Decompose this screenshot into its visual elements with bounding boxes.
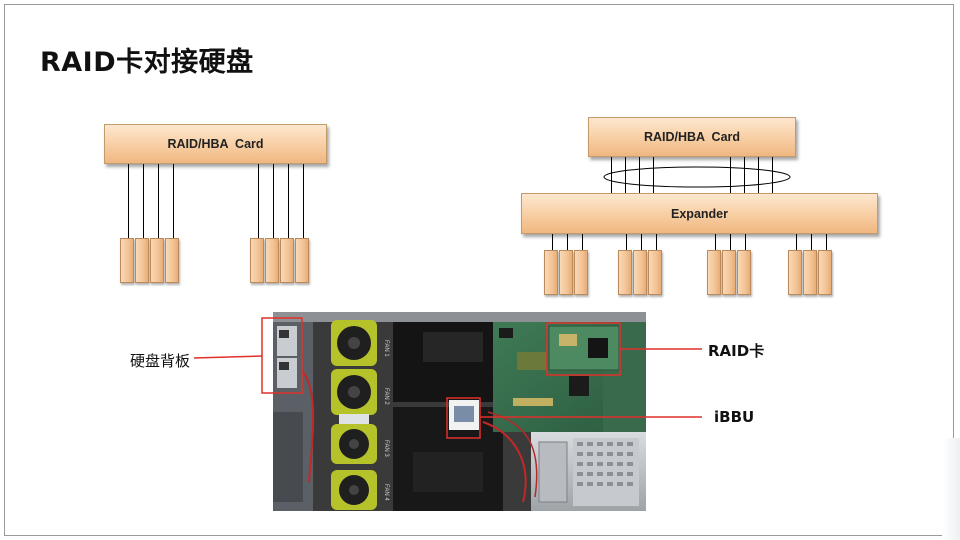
fan-label: FAN 4 [383, 484, 389, 501]
hard-disk [737, 250, 751, 295]
hard-disk [280, 238, 294, 283]
hard-disk [574, 250, 588, 295]
ibbu-highlight-box [446, 397, 481, 439]
right-raid-hba-card: RAID/HBA Card [588, 117, 796, 157]
expander-box: Expander [521, 193, 878, 234]
hard-disk [150, 238, 164, 283]
fan-label: FAN 1 [383, 340, 389, 357]
backplane-callout-line [193, 355, 263, 359]
backplane-label: 硬盘背板 [130, 352, 191, 370]
hard-disk [788, 250, 802, 295]
hard-disk [135, 238, 149, 283]
hard-disk [707, 250, 721, 295]
hard-disk [250, 238, 264, 283]
slide-title: RAID卡对接硬盘 [40, 47, 254, 78]
hard-disk [120, 238, 134, 283]
hard-disk [265, 238, 279, 283]
cage-vents [577, 442, 633, 486]
hard-disk [165, 238, 179, 283]
corner-shading [942, 438, 960, 540]
hard-disk [618, 250, 632, 295]
server-chassis-photo: FAN 1 FAN 2 FAN 3 FAN 4 [273, 312, 646, 511]
server-internals-illustration: FAN 1 FAN 2 FAN 3 FAN 4 [273, 312, 646, 511]
raid-card-label: RAID卡 [708, 342, 765, 360]
hard-disk [559, 250, 573, 295]
hard-disk [648, 250, 662, 295]
fan-label: FAN 2 [383, 388, 389, 405]
backplane-highlight-box [261, 317, 303, 394]
hard-disk [295, 238, 309, 283]
hard-disk [803, 250, 817, 295]
left-raid-hba-card: RAID/HBA Card [104, 124, 327, 164]
fan-label: FAN 3 [383, 440, 389, 457]
hard-disk [633, 250, 647, 295]
raid-card-highlight-box [546, 322, 621, 376]
hard-disk [544, 250, 558, 295]
ibbu-label: iBBU [714, 408, 755, 426]
hard-disk [722, 250, 736, 295]
hard-disk [818, 250, 832, 295]
